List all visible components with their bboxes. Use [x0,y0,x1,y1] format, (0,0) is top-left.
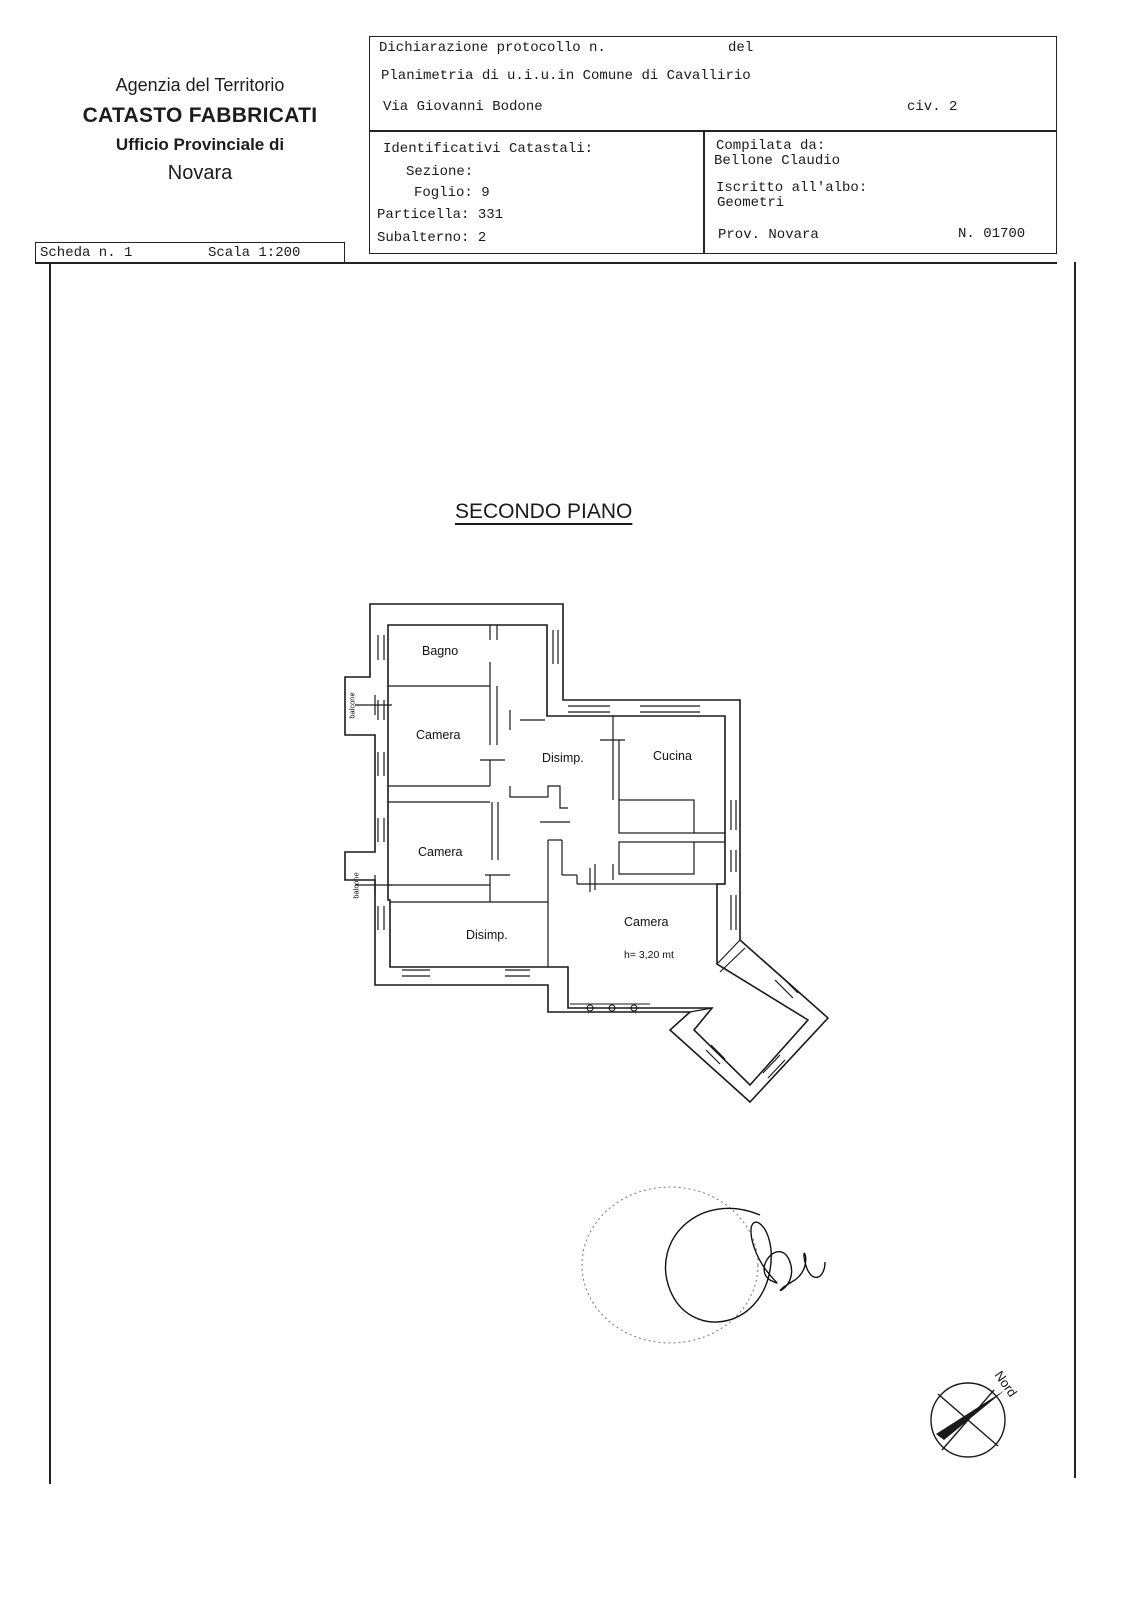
protocollo-label: Dichiarazione protocollo n. [379,40,606,56]
scala-label: Scala 1:200 [208,245,301,261]
inner-wall [387,624,810,1087]
frame-right [1074,262,1076,1478]
scheda-number: Scheda n. 1 [40,245,133,261]
plan-title: SECONDO PIANO [455,500,633,523]
room-height: h= 3,20 mt [624,949,674,961]
catasto-title: CATASTO FABBRICATI [82,104,318,127]
subalterno-label: Subalterno: 2 [377,230,487,246]
frame-top [35,262,1057,264]
province-name: Novara [167,162,233,184]
agency-name: Agenzia del Territorio [115,75,285,95]
room-camera-3: Camera [624,915,669,929]
prov-label: Prov. Novara [718,227,819,243]
room-camera-2: Camera [418,845,463,859]
via-label: Via Giovanni Bodone [383,99,543,115]
ufficio-label: Ufficio Provinciale di [115,135,285,154]
identificativi-divider [703,130,705,254]
scheda-box [35,242,345,264]
frame-left [49,262,51,1484]
particella-label: Particella: 331 [377,207,504,223]
numero-label: N. 01700 [958,226,1026,242]
foglio-label: Foglio: 9 [414,185,490,201]
compilata-title: Compilata da: [716,138,826,154]
iscritto-label: Iscritto all'albo: [716,180,868,196]
protocol-divider [369,130,1057,132]
stamp-circle [581,1186,759,1344]
room-disimp-1: Disimp. [542,751,584,765]
del-label: del [728,40,754,56]
identificativi-title: Identificativi Catastali: [383,141,594,157]
compilata-name: Bellone Claudio [714,153,841,169]
room-bagno: Bagno [422,644,459,658]
room-disimp-2: Disimp. [466,928,508,942]
outer-wall [344,603,830,1104]
balcone-bottom-label: balcone [351,872,361,899]
balcone-top-label: balcone [347,692,357,719]
sezione-label: Sezione: [406,164,474,180]
room-cucina: Cucina [653,749,692,763]
civ-label: civ. 2 [907,99,958,115]
planimetria-label: Planimetria di u.i.u.in Comune di Cavall… [381,68,751,84]
protocol-box [369,36,1057,254]
room-camera-1: Camera [416,728,461,742]
signature [664,1207,826,1323]
albo-label: Geometri [717,195,785,211]
